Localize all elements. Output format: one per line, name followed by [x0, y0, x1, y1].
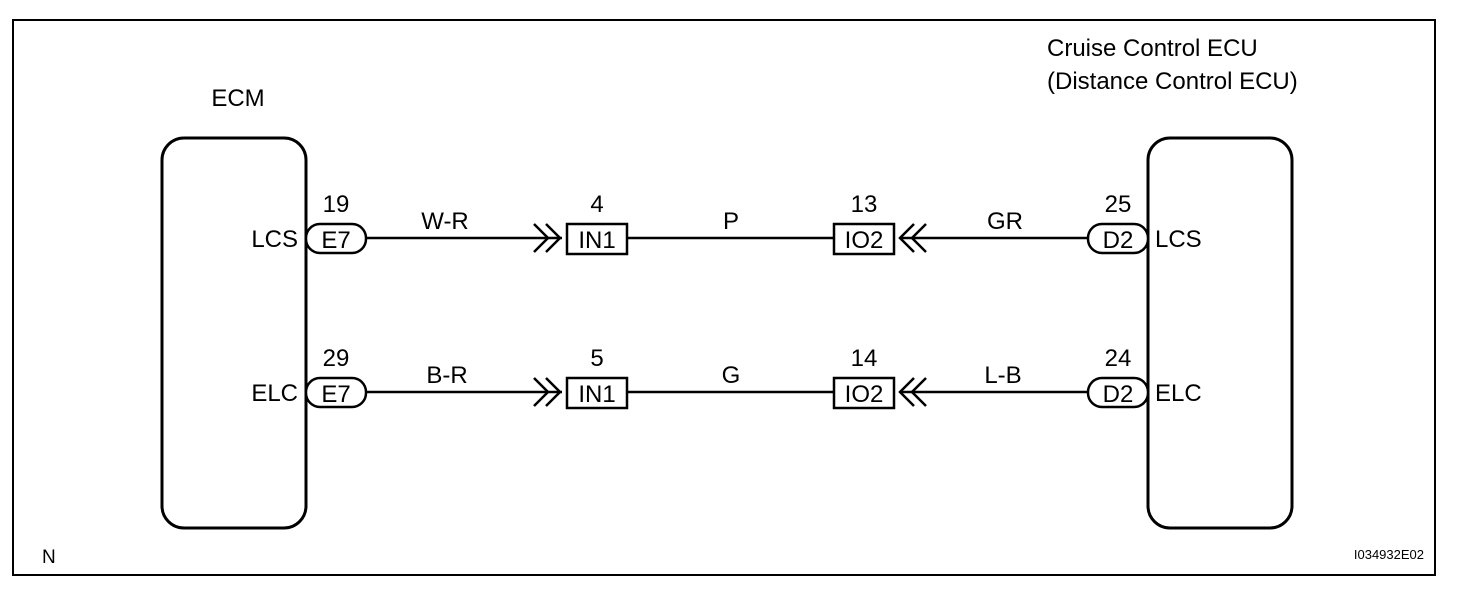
ecm-pin-number: 29 — [323, 345, 350, 372]
ecm-signal-label: ELC — [251, 380, 298, 407]
wire-color-label: G — [722, 362, 741, 389]
circuit-row-elc: ELC E7 29 B-R IN1 5 G IO2 14 L-B D2 24 E… — [251, 345, 1202, 410]
ecu-signal-label: ELC — [1155, 380, 1202, 407]
junction-connector-label: IO2 — [845, 227, 884, 254]
ecu-signal-label: LCS — [1155, 226, 1202, 253]
ecm-label: ECM — [211, 85, 264, 112]
wire-color-label: L-B — [984, 362, 1021, 389]
circuit-row-lcs: LCS E7 19 W-R IN1 4 P IO2 13 GR D2 25 LC… — [251, 191, 1202, 256]
junction-connector — [565, 222, 629, 256]
junction-connector — [832, 376, 896, 410]
ecm-box — [160, 136, 308, 530]
ecu-connector — [1086, 376, 1150, 409]
connector-chevron-icon — [545, 377, 562, 407]
ecu-connector-label: D2 — [1103, 227, 1134, 254]
junction-pin-number: 14 — [851, 345, 878, 372]
connector-chevron-icon — [533, 377, 550, 407]
ecm-pin-number: 19 — [323, 191, 350, 218]
cruise-ecu-label-line1: Cruise Control ECU — [1047, 35, 1258, 62]
junction-connector-label: IN1 — [578, 227, 615, 254]
junction-pin-number: 13 — [851, 191, 878, 218]
wire-color-label: W-R — [421, 208, 469, 235]
junction-connector-label: IN1 — [578, 381, 615, 408]
ecu-pin-number: 25 — [1105, 191, 1132, 218]
junction-connector — [832, 222, 896, 256]
ecm-connector-label: E7 — [321, 227, 350, 254]
connector-chevron-icon — [533, 223, 550, 253]
figure-id: I034932E02 — [1354, 547, 1424, 562]
ecu-pin-number: 24 — [1105, 345, 1132, 372]
junction-pin-number: 4 — [590, 191, 603, 218]
wire-color-label: P — [723, 208, 739, 235]
junction-pin-number: 5 — [590, 345, 603, 372]
ecm-connector-label: E7 — [321, 381, 350, 408]
ecm-signal-label: LCS — [251, 226, 298, 253]
wire-color-label: B-R — [426, 362, 467, 389]
ecu-connector — [1086, 222, 1150, 255]
diagram-frame — [12, 19, 1436, 576]
cruise-ecu-label-line2: (Distance Control ECU) — [1047, 68, 1298, 95]
ecu-connector-label: D2 — [1103, 381, 1134, 408]
wire-color-label: GR — [987, 208, 1023, 235]
footer-left-mark: N — [42, 547, 56, 568]
cruise-ecu-box — [1146, 136, 1294, 530]
connector-chevron-icon — [545, 223, 562, 253]
junction-connector-label: IO2 — [845, 381, 884, 408]
